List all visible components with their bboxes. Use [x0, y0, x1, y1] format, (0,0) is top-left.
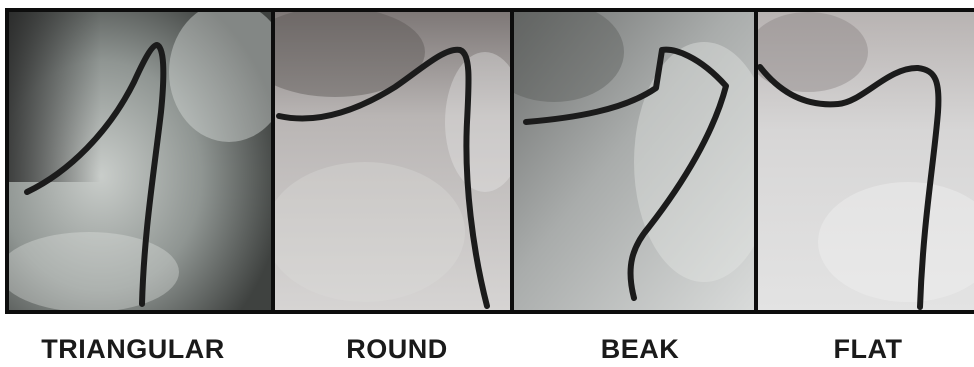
panel-round: [275, 12, 510, 310]
caption-flat: FLAT: [834, 334, 903, 365]
xray-triangular-image: [9, 12, 271, 310]
caption-beak: BEAK: [601, 334, 680, 365]
panel-flat: [758, 12, 974, 310]
caption-triangular: TRIANGULAR: [41, 334, 224, 365]
image-strip: [5, 8, 974, 314]
xray-round-image: [275, 12, 510, 310]
panel-triangular: [9, 12, 271, 310]
panel-beak: [514, 12, 754, 310]
caption-round: ROUND: [346, 334, 448, 365]
xray-flat-image: [758, 12, 974, 310]
xray-beak-image: [514, 12, 754, 310]
